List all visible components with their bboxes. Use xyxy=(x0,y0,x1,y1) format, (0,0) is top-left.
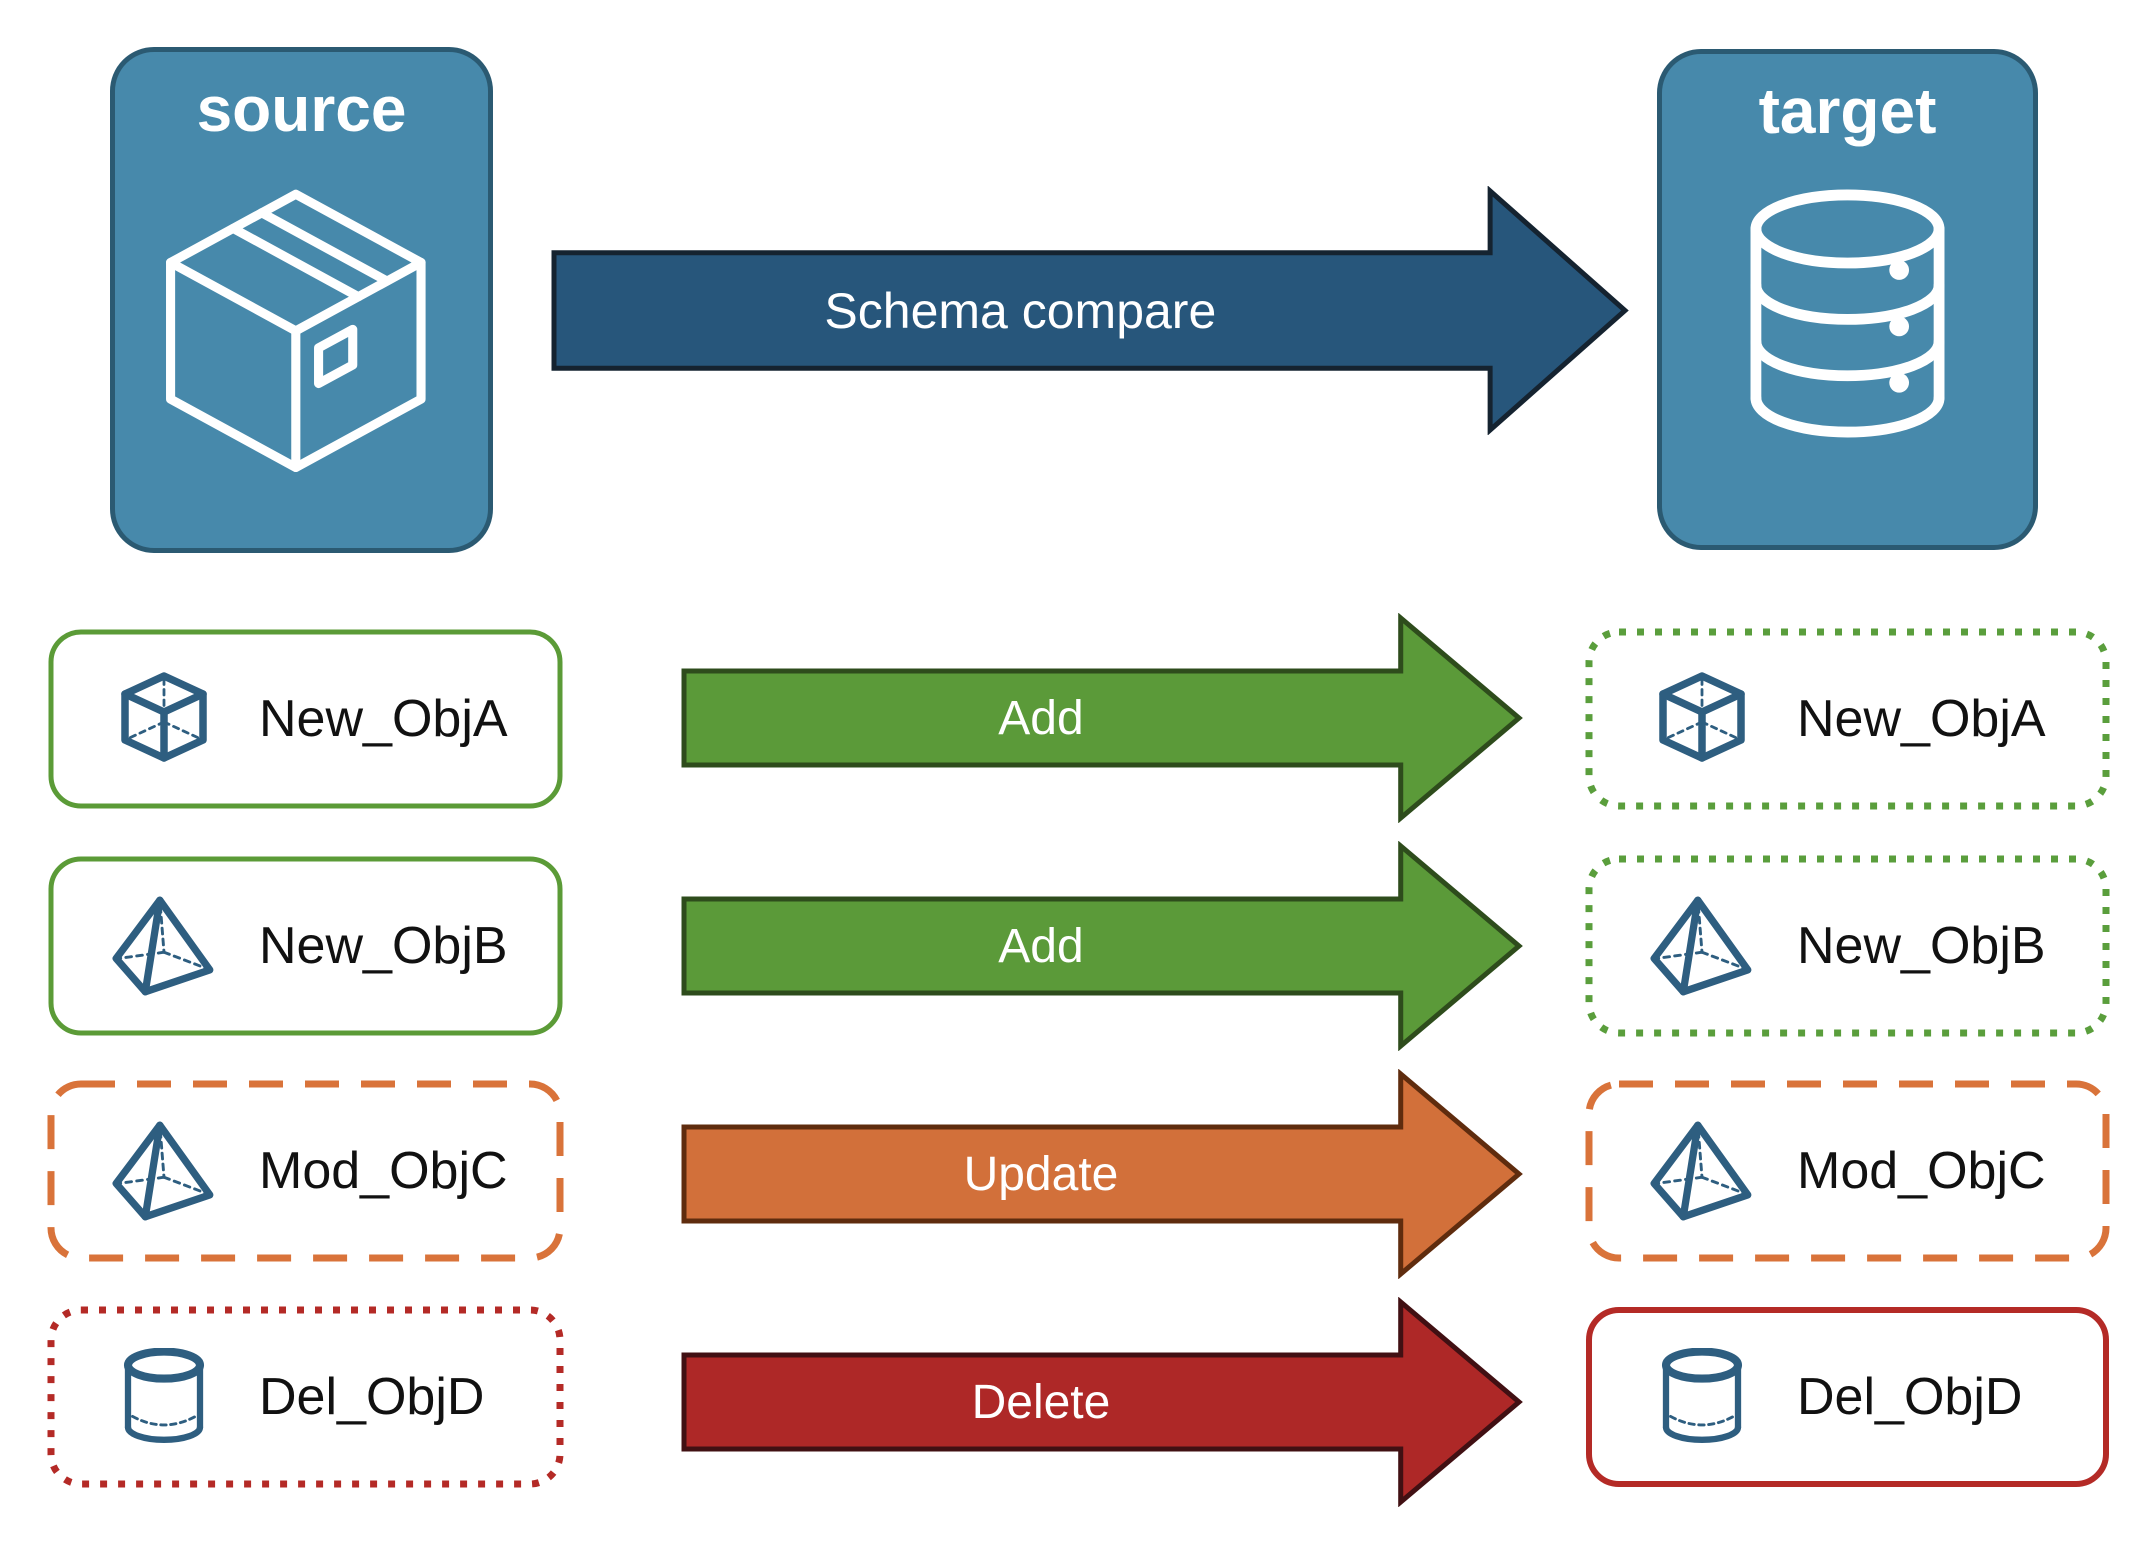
target-item-new-objb: New_ObjB xyxy=(1585,855,2110,1037)
schema-compare-arrow: Schema compare xyxy=(551,186,1630,435)
item-label: Mod_ObjC xyxy=(1797,1142,2046,1200)
right-arrow-shape xyxy=(681,1069,1523,1279)
target-panel: target xyxy=(1657,49,2038,550)
source-item-mod-objc: Mod_ObjC xyxy=(47,1080,564,1262)
update-arrow-objc: Update xyxy=(681,1069,1523,1279)
box-border xyxy=(1586,1307,2109,1487)
add-label: Add xyxy=(998,919,1084,973)
cube-icon xyxy=(1649,669,1755,769)
delete-label: Delete xyxy=(971,1375,1111,1429)
cylinder-icon xyxy=(1649,1347,1755,1447)
source-title: source xyxy=(196,73,407,145)
source-item-new-obja: New_ObjA xyxy=(47,628,564,810)
source-item-new-objb: New_ObjB xyxy=(47,855,564,1037)
source-item-del-objd: Del_ObjD xyxy=(47,1306,564,1488)
item-label: New_ObjB xyxy=(259,917,508,975)
source-panel: source xyxy=(110,47,493,553)
target-title: target xyxy=(1758,75,1937,147)
update-label: Update xyxy=(963,1147,1119,1201)
item-label: New_ObjA xyxy=(259,690,508,748)
right-arrow-shape xyxy=(551,186,1629,435)
box-border xyxy=(47,1080,564,1262)
item-label: Mod_ObjC xyxy=(259,1142,508,1200)
box-border xyxy=(48,856,563,1036)
item-label: Del_ObjD xyxy=(1797,1368,2023,1426)
target-item-mod-objc: Mod_ObjC xyxy=(1585,1080,2110,1262)
right-arrow-shape xyxy=(681,841,1523,1051)
target-item-new-obja: New_ObjA xyxy=(1585,628,2110,810)
target-item-del-objd: Del_ObjD xyxy=(1585,1306,2110,1488)
cylinder-icon xyxy=(111,1347,217,1447)
schema-compare-label: Schema compare xyxy=(824,282,1217,339)
item-label: New_ObjB xyxy=(1797,917,2046,975)
cube-icon xyxy=(111,669,217,769)
add-label: Add xyxy=(998,691,1084,745)
pyramid-icon xyxy=(111,894,217,998)
right-arrow-shape xyxy=(681,613,1523,823)
add-arrow-obja: Add xyxy=(681,613,1523,823)
item-label: Del_ObjD xyxy=(259,1368,485,1426)
box-border xyxy=(1585,628,2110,810)
delete-arrow-objd: Delete xyxy=(681,1297,1523,1507)
box-border xyxy=(48,629,563,809)
item-label: New_ObjA xyxy=(1797,690,2046,748)
box-border xyxy=(1585,855,2110,1037)
pyramid-icon xyxy=(111,1119,217,1223)
database-icon xyxy=(1730,182,1965,450)
add-arrow-objb: Add xyxy=(681,841,1523,1051)
box-border xyxy=(47,1306,564,1488)
right-arrow-shape xyxy=(681,1297,1523,1507)
box-border xyxy=(1585,1080,2110,1262)
pyramid-icon xyxy=(1649,894,1755,998)
package-icon xyxy=(159,180,444,481)
pyramid-icon xyxy=(1649,1119,1755,1223)
